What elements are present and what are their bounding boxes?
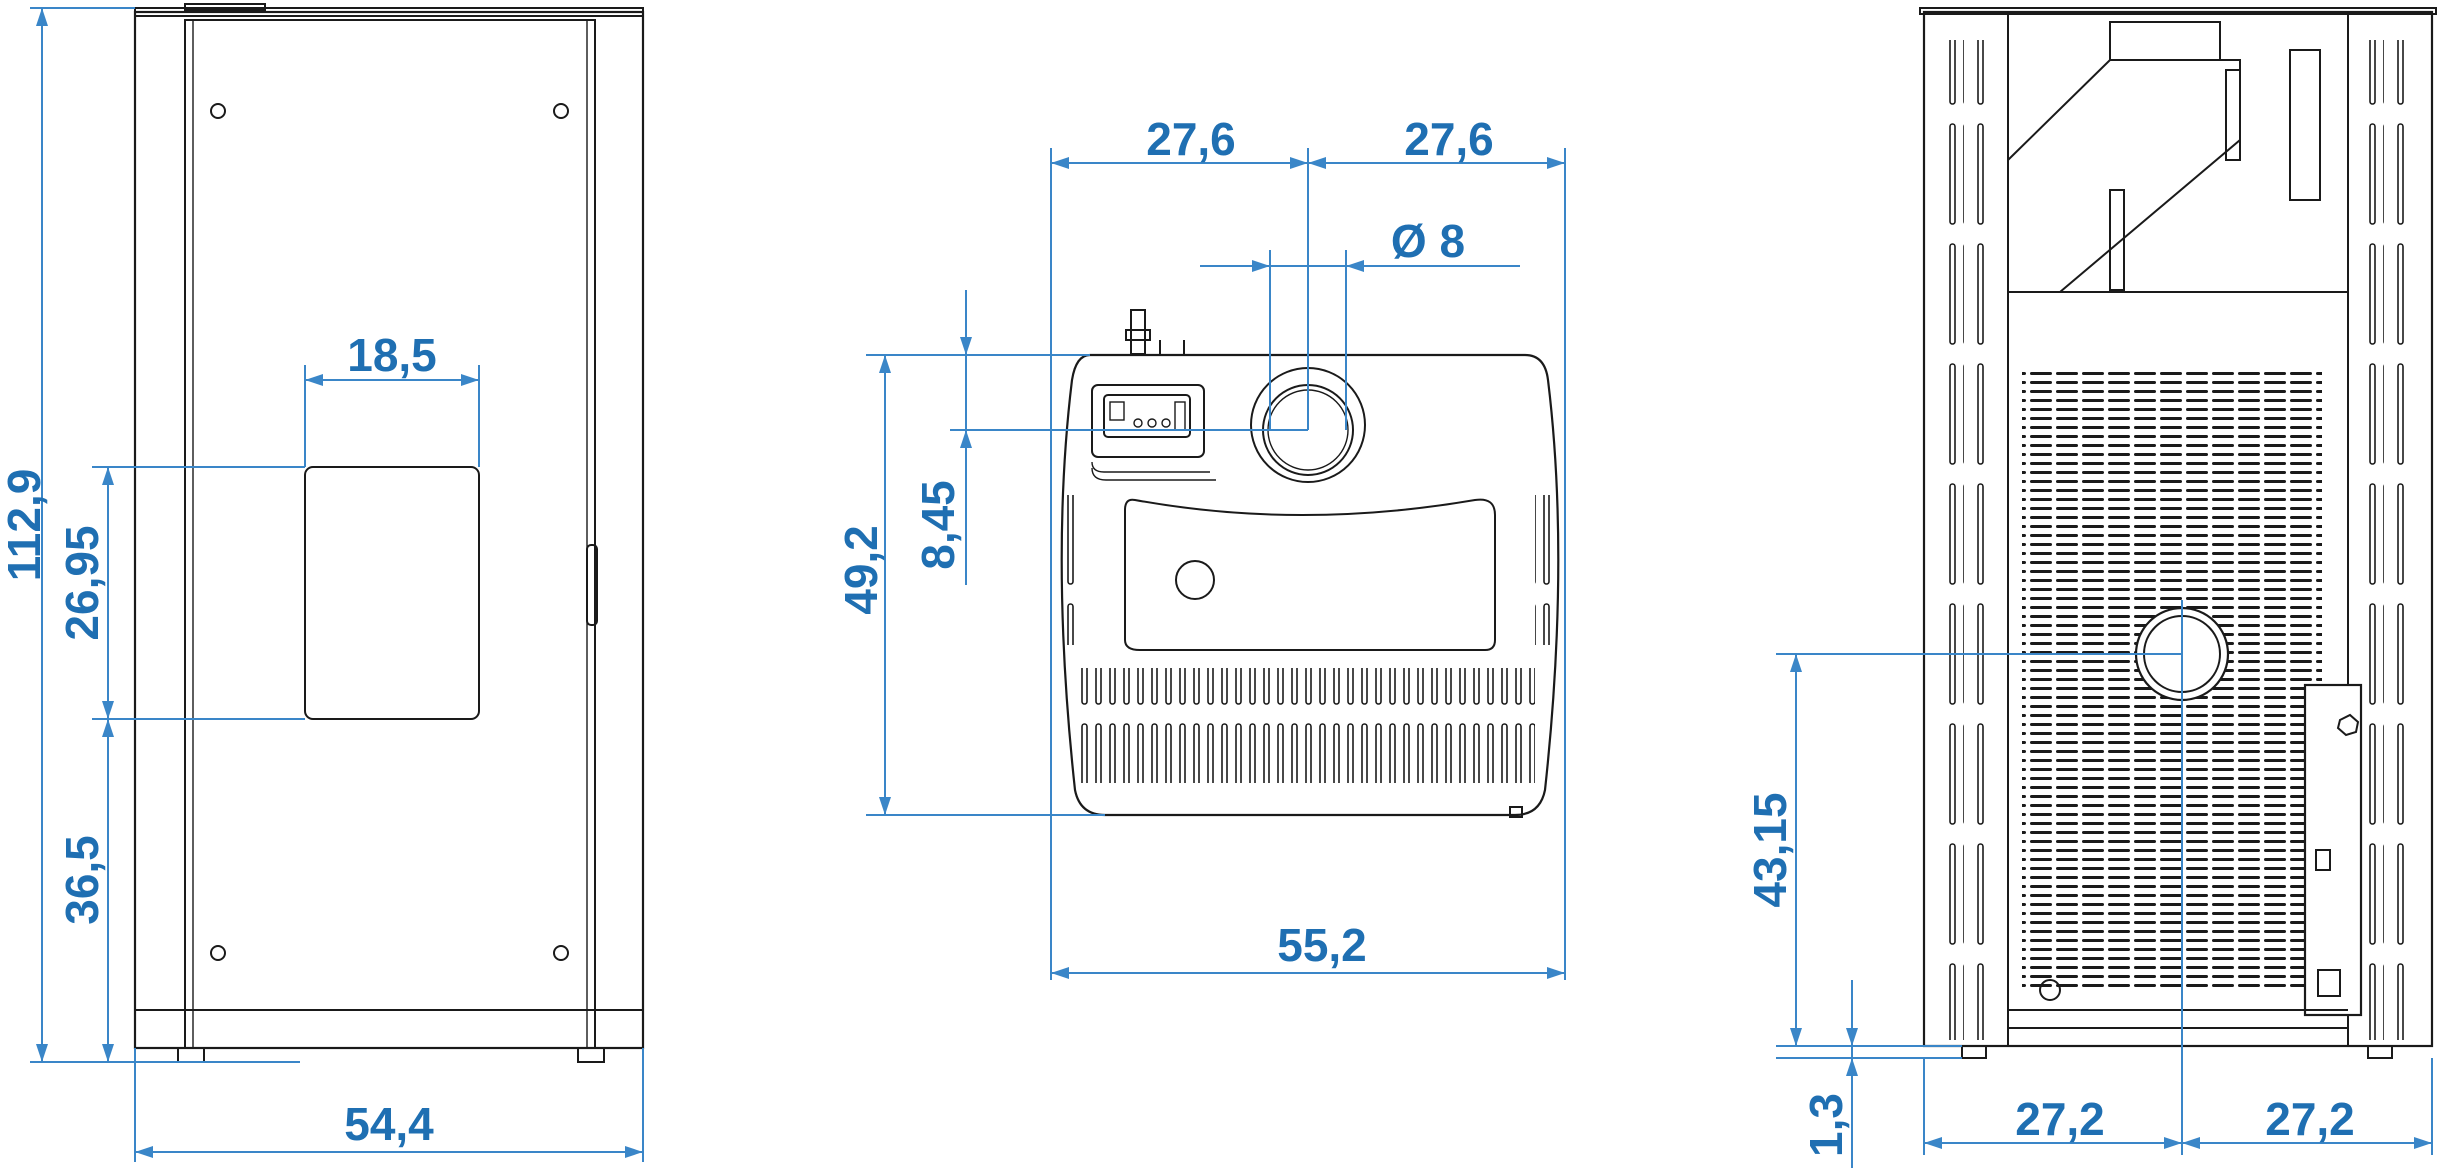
rear-foot-right [2367, 1045, 2393, 1059]
front-grille [1080, 668, 1535, 783]
glass-window [304, 466, 480, 720]
arrow [102, 701, 114, 719]
arrow [879, 355, 891, 373]
rear-power-socket [2317, 969, 2341, 997]
rear-fuse [2336, 713, 2360, 737]
label-rear-half-right: 27,2 [2265, 1093, 2355, 1145]
rear-side-slots-left [1946, 40, 1964, 1040]
front-foot-right [577, 1047, 605, 1063]
front-panel [184, 19, 596, 1049]
arrow [135, 1146, 153, 1158]
arrow [1252, 260, 1270, 272]
arrow [36, 8, 48, 26]
arrow [2182, 1137, 2200, 1149]
rear-bracket [2225, 69, 2241, 161]
top-view [1060, 309, 1560, 818]
arrow [1051, 967, 1069, 979]
control-led [1133, 418, 1143, 428]
rear-bracket-2 [2109, 189, 2125, 291]
label-top-width: 55,2 [1277, 919, 1367, 971]
plug-body [1125, 329, 1151, 341]
control-led [1161, 418, 1171, 428]
label-flue-diameter: Ø 8 [1391, 215, 1465, 267]
arrow [1290, 157, 1308, 169]
label-top-half-left: 27,6 [1146, 113, 1236, 165]
rear-fan-housing [2109, 21, 2221, 61]
rear-switch [2315, 849, 2331, 871]
control-button [1109, 401, 1125, 421]
label-top-half-right: 27,6 [1404, 113, 1494, 165]
arrow [102, 467, 114, 485]
control-panel-line [1091, 461, 1210, 473]
rear-pressure-switch [2289, 49, 2321, 201]
front-dimensions: 112,9 26,95 36,5 18,5 54,4 [0, 7, 644, 1162]
screw-bottom-left [210, 945, 226, 961]
arrow [102, 719, 114, 737]
side-grille-left [1062, 495, 1080, 645]
arrow [1846, 1028, 1858, 1046]
arrow [1547, 157, 1565, 169]
screw-top-left [210, 103, 226, 119]
label-rear-flue-height: 43,15 [1744, 792, 1796, 907]
arrow [625, 1146, 643, 1158]
control-led [1147, 418, 1157, 428]
label-flue-offset: 8,45 [912, 480, 964, 570]
arrow [1308, 157, 1326, 169]
arrow [1790, 654, 1802, 672]
arrow [2414, 1137, 2432, 1149]
label-glass-height: 26,95 [56, 525, 108, 640]
label-top-depth: 49,2 [835, 525, 887, 615]
arrow [1547, 967, 1565, 979]
control-panel-line [1091, 467, 1216, 481]
control-display [1103, 394, 1191, 438]
front-top-cap [134, 7, 644, 17]
arrow [960, 430, 972, 448]
rear-electric-box [2303, 683, 2363, 1017]
arrow [461, 374, 479, 386]
top-dimensions: 27,6 27,6 Ø 8 8,45 49,2 55,2 [835, 113, 1566, 980]
label-rear-half-left: 27,2 [2015, 1093, 2105, 1145]
label-rear-feet: 1,3 [1800, 1093, 1852, 1157]
rear-side-slots-left-2 [1970, 40, 1988, 1040]
plug-connector [1130, 309, 1146, 355]
front-view [133, 3, 645, 1063]
rear-foot-left [1961, 1045, 1987, 1059]
arrow [1924, 1137, 1942, 1149]
rear-side-slots-right [2366, 40, 2384, 1040]
top-foot [1509, 806, 1523, 818]
rear-lower-panel [2007, 291, 2349, 1029]
screw-top-right [553, 103, 569, 119]
label-glass-width: 18,5 [347, 329, 437, 381]
side-grille-right [1535, 495, 1553, 645]
front-foot-left [177, 1047, 205, 1063]
front-top-knob [184, 3, 266, 11]
arrow [1346, 260, 1364, 272]
hopper-lid [1124, 498, 1496, 651]
arrow [960, 337, 972, 355]
arrow [1051, 157, 1069, 169]
label-height-total: 112,9 [0, 469, 50, 582]
rear-side-slots-right-2 [2390, 40, 2408, 1040]
rear-auger-duct [2007, 59, 2241, 293]
rear-drain [2039, 979, 2061, 1001]
arrow [305, 374, 323, 386]
arrow [1790, 1028, 1802, 1046]
door-handle [586, 544, 598, 626]
rear-view [1919, 7, 2437, 1059]
rear-dimensions: 43,15 1,3 27,2 27,2 [1744, 600, 2433, 1168]
label-glass-base: 36,5 [56, 835, 108, 925]
label-front-width: 54,4 [344, 1098, 434, 1150]
screw-bottom-right [553, 945, 569, 961]
control-panel-outer [1091, 384, 1205, 458]
hopper-knob [1175, 560, 1215, 600]
arrow [36, 1044, 48, 1062]
arrow [879, 797, 891, 815]
arrow [1846, 1058, 1858, 1076]
arrow [102, 1044, 114, 1062]
arrow [2164, 1137, 2182, 1149]
front-body [133, 10, 645, 1050]
